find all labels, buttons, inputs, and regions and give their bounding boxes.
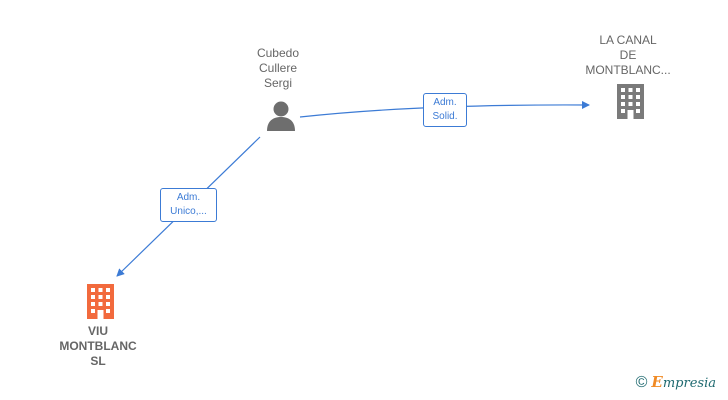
- company-canal-line-3: MONTBLANC...: [585, 63, 671, 77]
- person-name-line-1: Cubedo: [256, 46, 300, 60]
- edge-label-adm-unico[interactable]: Adm. Unico,...: [160, 188, 217, 222]
- empresia-watermark: ©Empresia: [636, 373, 716, 392]
- brand-initial: E: [651, 373, 663, 391]
- company-viu-label[interactable]: VIU MONTBLANC SL: [48, 324, 148, 369]
- person-name-line-3: Sergi: [263, 76, 292, 90]
- person-name-line-2: Cullere: [258, 61, 297, 75]
- company-viu-line-3: SL: [90, 354, 106, 368]
- person-icon[interactable]: [266, 100, 296, 131]
- company-viu-line-1: VIU: [87, 324, 108, 338]
- building-icon[interactable]: [85, 284, 116, 319]
- edge-adm-solid-line-2: Solid.: [432, 111, 458, 122]
- brand-name: mpresia: [662, 376, 716, 391]
- person-name-label[interactable]: Cubedo Cullere Sergi: [238, 46, 318, 91]
- copyright-symbol: ©: [635, 374, 648, 391]
- company-canal-line-2: DE: [619, 48, 637, 62]
- edge-adm-unico-line-2: Unico,...: [170, 206, 207, 217]
- building-icon[interactable]: [615, 84, 646, 119]
- company-canal-label[interactable]: LA CANAL DE MONTBLANC...: [578, 33, 678, 78]
- edge-label-adm-solid[interactable]: Adm. Solid.: [423, 93, 467, 127]
- company-canal-line-1: LA CANAL: [599, 33, 657, 47]
- edge-adm-unico-line-1: Adm.: [176, 192, 201, 203]
- company-viu-line-2: MONTBLANC: [59, 339, 137, 353]
- edge-adm-solid-line-1: Adm.: [433, 97, 457, 108]
